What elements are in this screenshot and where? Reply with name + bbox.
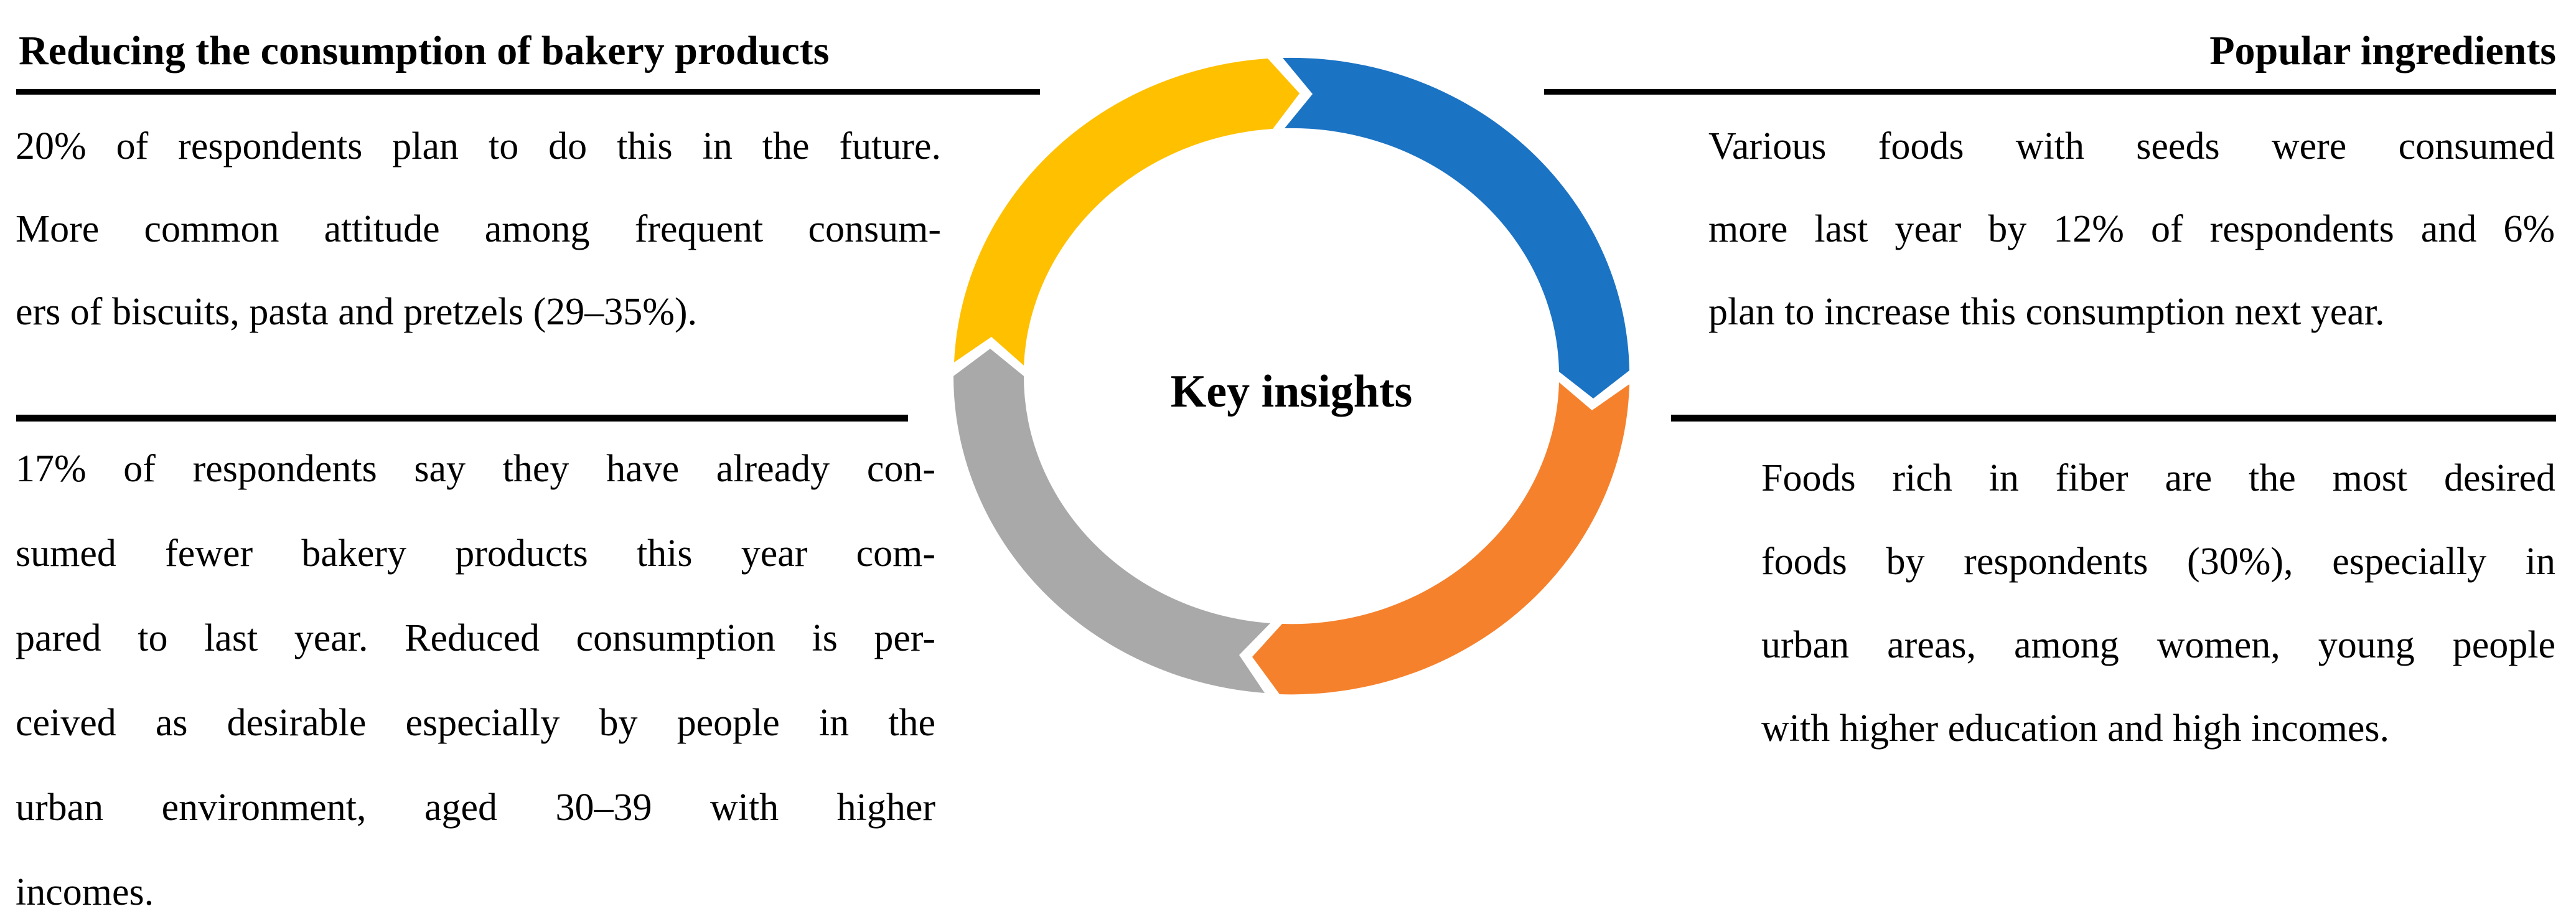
- text-line: 20% of respondents plan to do this in th…: [16, 125, 941, 167]
- text-line: incomes.: [16, 871, 154, 913]
- text-line: urban environment, aged 30–39 with highe…: [16, 786, 935, 829]
- right-paragraph-fiber: Foods rich in fiber are the most desired…: [1761, 436, 2555, 770]
- cycle-segment-blue-icon: [1283, 57, 1629, 399]
- cycle-segment-gold-icon: [954, 59, 1300, 365]
- left-column-heading: Reducing the consumption of bakery produ…: [19, 28, 830, 73]
- text-line: Various foods with seeds were consumed: [1708, 125, 2555, 167]
- cycle-segment-gray-icon: [953, 349, 1270, 693]
- divider-line-left-bottom: [16, 415, 908, 422]
- text-line: ers of biscuits, pasta and pretzels (29–…: [16, 291, 698, 333]
- text-line: urban areas, among women, young people: [1761, 624, 2555, 666]
- divider-line-right-bottom: [1671, 415, 2556, 422]
- text-line: foods by respondents (30%), especially i…: [1761, 540, 2555, 583]
- text-line: sumed fewer bakery products this year co…: [16, 532, 935, 575]
- left-paragraph-future-plans: 20% of respondents plan to do this in th…: [16, 105, 941, 354]
- left-paragraph-reduced-consumption: 17% of respondents say they have already…: [16, 427, 935, 919]
- right-paragraph-seeds: Various foods with seeds were consumed m…: [1708, 105, 2555, 354]
- divider-line-right-top: [1544, 89, 2556, 95]
- cycle-center-label: Key insights: [1170, 366, 1413, 417]
- text-line: More common attitude among frequent cons…: [16, 208, 941, 250]
- text-line: more last year by 12% of respondents and…: [1708, 208, 2555, 250]
- text-line: 17% of respondents say they have already…: [16, 448, 935, 490]
- text-line: Foods rich in fiber are the most desired: [1761, 457, 2555, 499]
- right-column-heading: Popular ingredients: [2209, 28, 2556, 73]
- divider-line-left-top: [16, 89, 1040, 95]
- text-line: plan to increase this consumption next y…: [1708, 291, 2385, 333]
- text-line: with higher education and high incomes.: [1761, 707, 2389, 750]
- cycle-segment-orange-icon: [1252, 382, 1629, 695]
- text-line: pared to last year. Reduced consumption …: [16, 617, 935, 659]
- text-line: ceived as desirable especially by people…: [16, 702, 935, 744]
